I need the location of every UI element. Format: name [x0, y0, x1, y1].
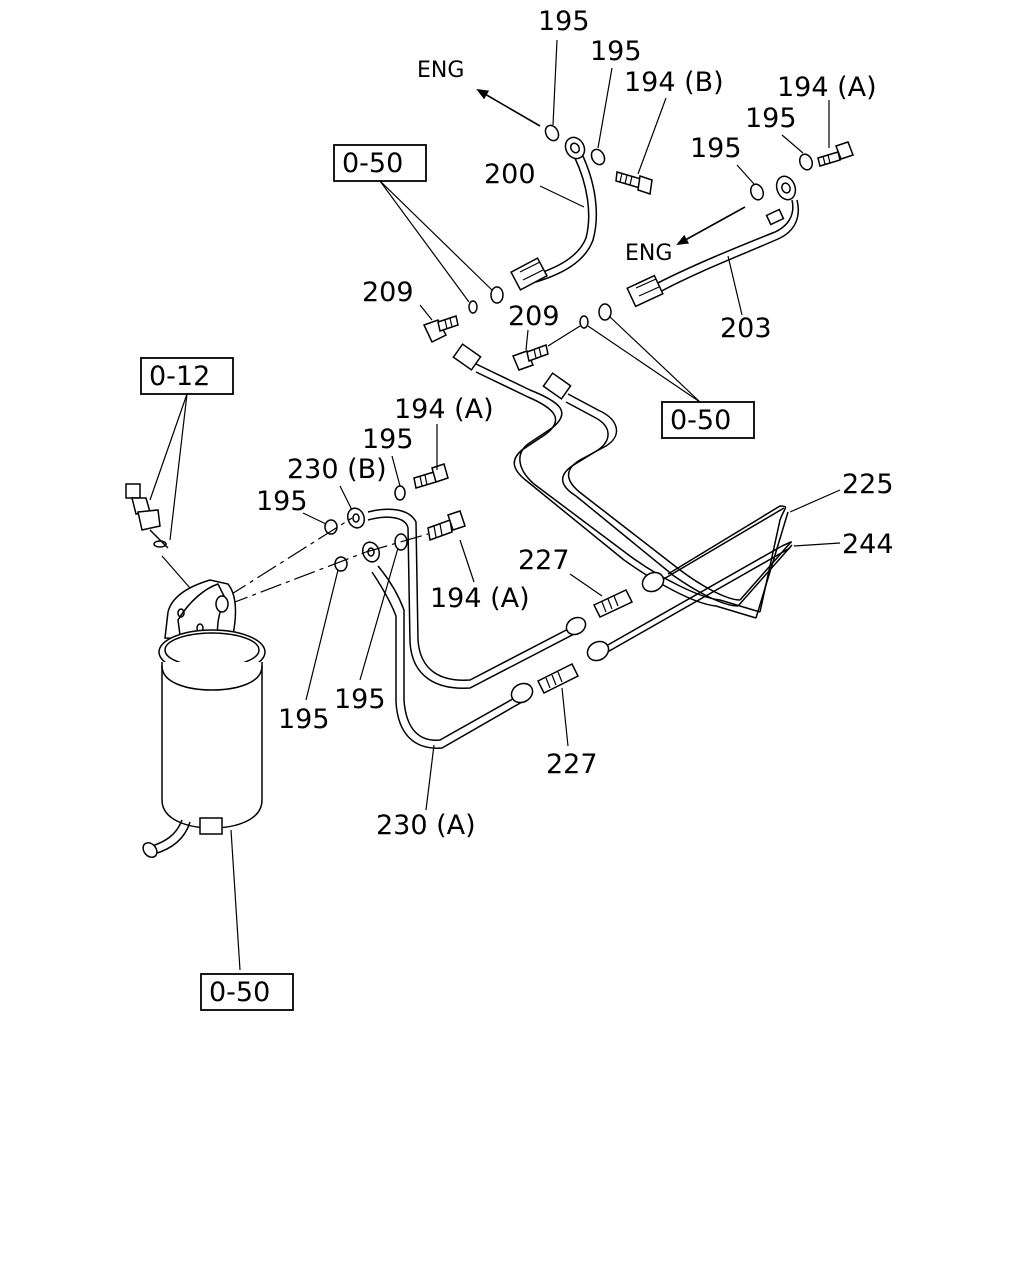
callout-230a: 230 (A) [376, 810, 476, 841]
callout-194a-top: 194 (A) [777, 72, 877, 103]
callout-195-h: 195 [334, 684, 386, 715]
bolt-194a-low [427, 510, 466, 542]
eng-arrow-right [676, 206, 746, 245]
fuel-filter [142, 579, 266, 858]
callout-244: 244 [842, 529, 894, 560]
washer-195-e [394, 485, 406, 501]
callout-195-b: 195 [590, 36, 642, 67]
fitting-209-left [422, 315, 459, 344]
eng-label-right: ENG [625, 241, 672, 266]
ref-box-050-bottom: 0-50 [200, 973, 294, 1011]
bolt-194b [615, 171, 653, 195]
callout-194b: 194 (B) [624, 67, 724, 98]
callout-230b: 230 (B) [287, 454, 387, 485]
washer-195-b [590, 148, 606, 166]
ref-box-012: 0-12 [140, 357, 234, 395]
callout-209-left: 209 [362, 277, 414, 308]
banjo-230a [361, 541, 381, 563]
svg-text:0-50: 0-50 [670, 405, 731, 436]
bolt-194a-top [817, 141, 854, 167]
svg-text:0-50: 0-50 [209, 977, 270, 1008]
callout-203: 203 [720, 313, 772, 344]
callout-195-e: 195 [362, 424, 414, 455]
eng-label-top: ENG [417, 58, 464, 83]
svg-text:0-12: 0-12 [149, 361, 210, 392]
callout-195-a: 195 [538, 6, 590, 37]
water-sensor [125, 483, 169, 549]
ref-box-050-top: 0-50 [333, 144, 427, 182]
callout-200: 200 [484, 159, 536, 190]
connector-227-bottom [536, 662, 580, 695]
svg-text:0-50: 0-50 [342, 148, 403, 179]
washer-195-c [749, 183, 765, 201]
washer-195-d [798, 153, 814, 171]
nut-050-top [490, 286, 504, 304]
callout-194a-mid: 194 (A) [394, 394, 494, 425]
bolt-194a-mid [413, 463, 449, 489]
pipe-225-244 [452, 343, 793, 662]
washer-195-g [334, 556, 348, 572]
callout-195-c: 195 [745, 103, 797, 134]
callout-227-bottom: 227 [546, 749, 598, 780]
callout-209-mid: 209 [508, 301, 560, 332]
eng-arrow-top [476, 88, 541, 127]
callout-195-f: 195 [256, 486, 308, 517]
nut-050-right [598, 303, 612, 321]
callout-225: 225 [842, 469, 894, 500]
callout-227-top: 227 [518, 545, 570, 576]
washer-195-a [544, 124, 560, 142]
ref-box-050-right: 0-50 [661, 401, 755, 439]
washer-195-f [324, 519, 338, 535]
banjo-230b [346, 507, 366, 529]
pipe-203 [626, 175, 799, 308]
connector-227-top [592, 589, 634, 618]
callout-195-d: 195 [690, 133, 742, 164]
fitting-209-mid [511, 343, 549, 371]
callout-194a-low: 194 (A) [430, 583, 530, 614]
callout-195-g: 195 [278, 704, 330, 735]
pipe-200 [510, 136, 598, 291]
